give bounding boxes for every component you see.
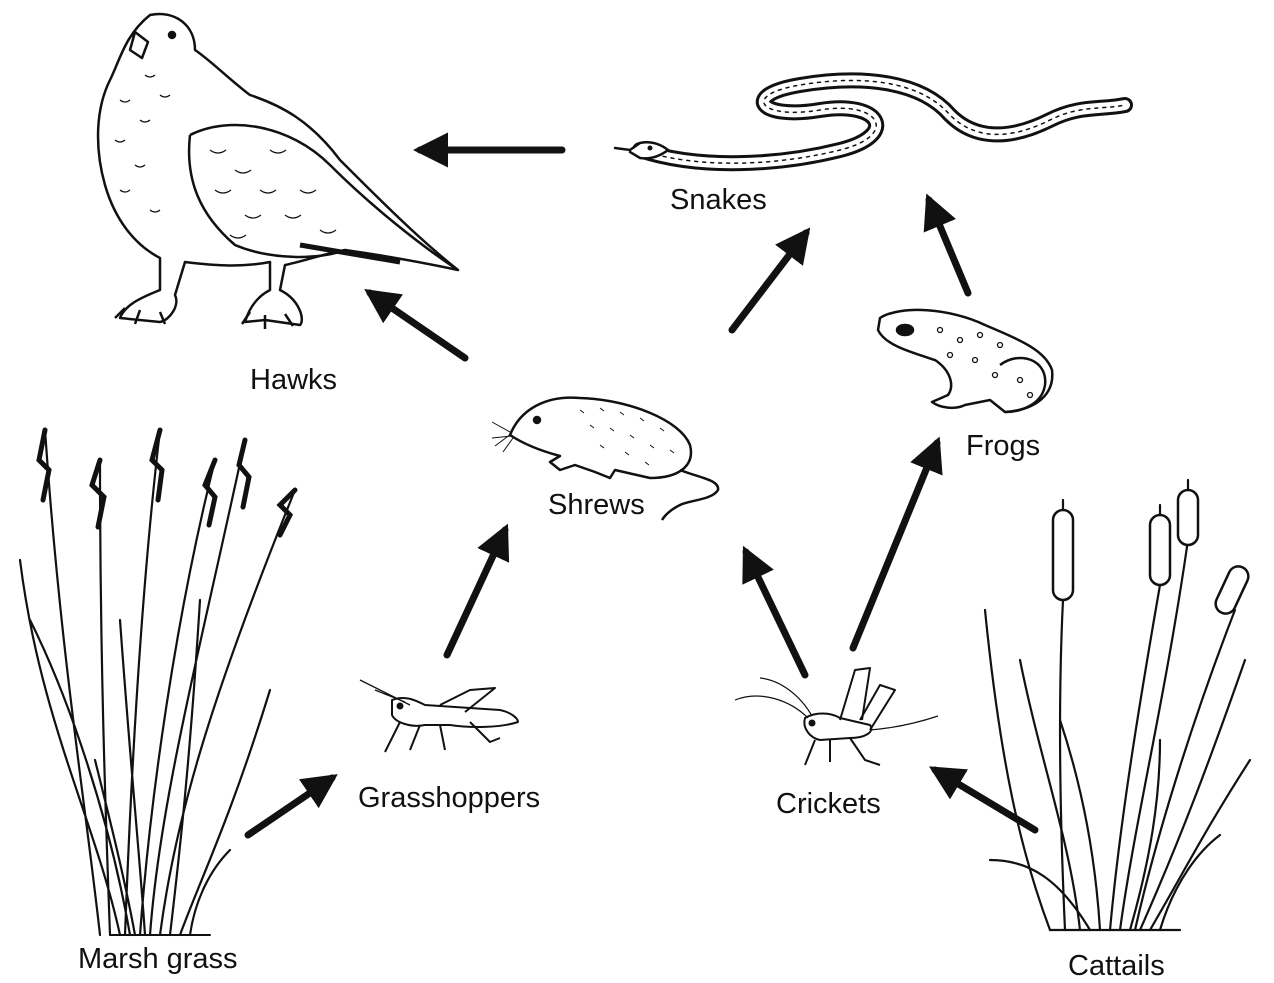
label-frogs: Frogs (966, 430, 1040, 463)
marsh-grass-illustration (20, 430, 295, 935)
label-shrews: Shrews (548, 489, 645, 522)
hawk-illustration (98, 14, 458, 329)
arrow-shrews-to-hawks (370, 293, 465, 358)
frog-illustration (878, 310, 1052, 412)
arrow-grasshoppers-to-shrews (447, 530, 505, 655)
arrow-crickets-to-frogs (853, 443, 937, 648)
label-grasshoppers: Grasshoppers (358, 782, 540, 815)
snake-illustration (615, 80, 1125, 163)
label-snakes: Snakes (670, 184, 767, 217)
cricket-illustration (735, 668, 938, 765)
arrow-frogs-to-snakes (929, 200, 968, 293)
label-marsh-grass: Marsh grass (78, 943, 238, 976)
arrow-cattails-to-crickets (935, 770, 1035, 830)
arrow-shrews-to-snakes (732, 233, 806, 330)
arrow-crickets-to-shrews (746, 552, 805, 675)
label-cattails: Cattails (1068, 950, 1165, 983)
label-hawks: Hawks (250, 364, 337, 397)
arrow-marsh-grass-to-grasshoppers (248, 778, 332, 835)
grasshopper-illustration (360, 680, 518, 752)
label-crickets: Crickets (776, 788, 881, 821)
cattails-illustration (985, 480, 1252, 930)
